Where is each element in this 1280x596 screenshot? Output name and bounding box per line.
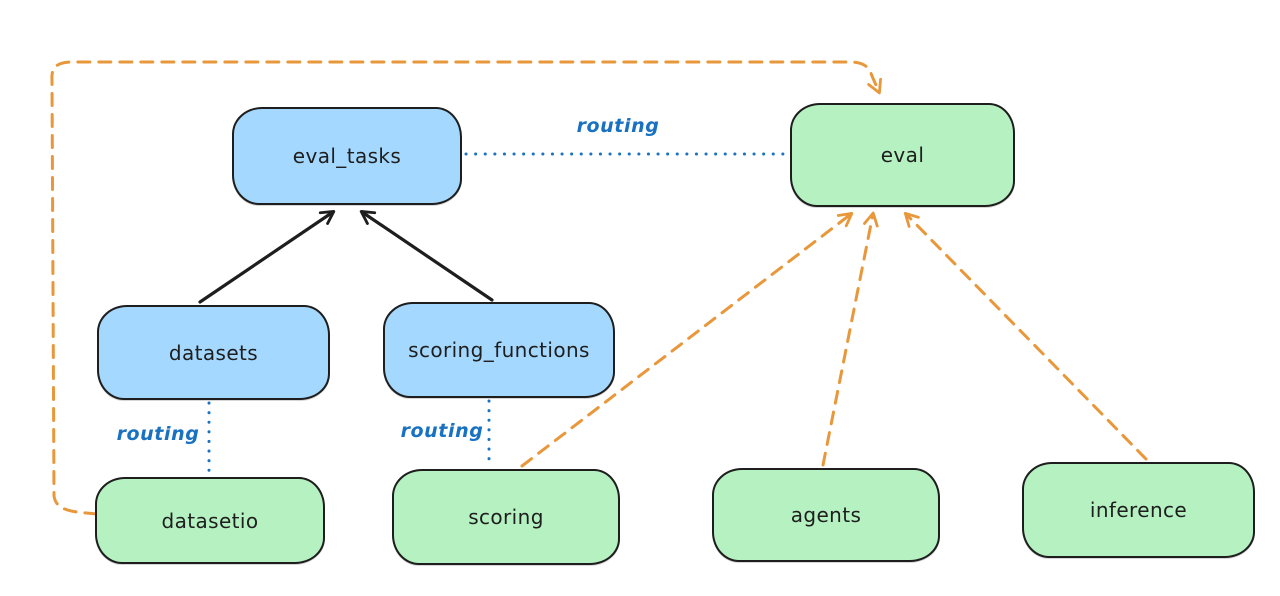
node-agents: agents xyxy=(712,468,940,562)
node-eval-label: eval xyxy=(880,143,925,167)
node-scoring-functions-label: scoring_functions xyxy=(408,338,590,362)
node-scoring-label: scoring xyxy=(468,505,544,529)
edge-agents-to-eval xyxy=(821,211,879,467)
edge-datasetio-to-eval-around xyxy=(50,60,882,516)
node-datasetio-label: datasetio xyxy=(161,508,259,533)
edge-label-routing-eval-tasks-eval: routing xyxy=(576,115,660,137)
edge-label-routing-scoring-functions-scoring: routing xyxy=(400,420,484,442)
node-inference-label: inference xyxy=(1089,498,1188,522)
edge-label-routing-datasets-datasetio: routing xyxy=(116,423,200,445)
node-datasets-label: datasets xyxy=(168,340,259,365)
edge-scoring-functions-to-eval-tasks xyxy=(359,210,494,302)
node-scoring-functions: scoring_functions xyxy=(383,302,615,398)
node-datasets: datasets xyxy=(97,305,330,400)
node-agents-label: agents xyxy=(790,503,862,527)
node-eval-tasks: eval_tasks xyxy=(232,107,462,205)
node-inference: inference xyxy=(1022,462,1255,558)
node-datasetio: datasetio xyxy=(95,477,325,564)
node-eval: eval xyxy=(790,103,1015,207)
node-eval-tasks-label: eval_tasks xyxy=(292,144,402,168)
node-scoring: scoring xyxy=(392,469,620,565)
edge-datasets-to-eval-tasks xyxy=(198,210,336,304)
edge-inference-to-eval xyxy=(903,211,1148,461)
